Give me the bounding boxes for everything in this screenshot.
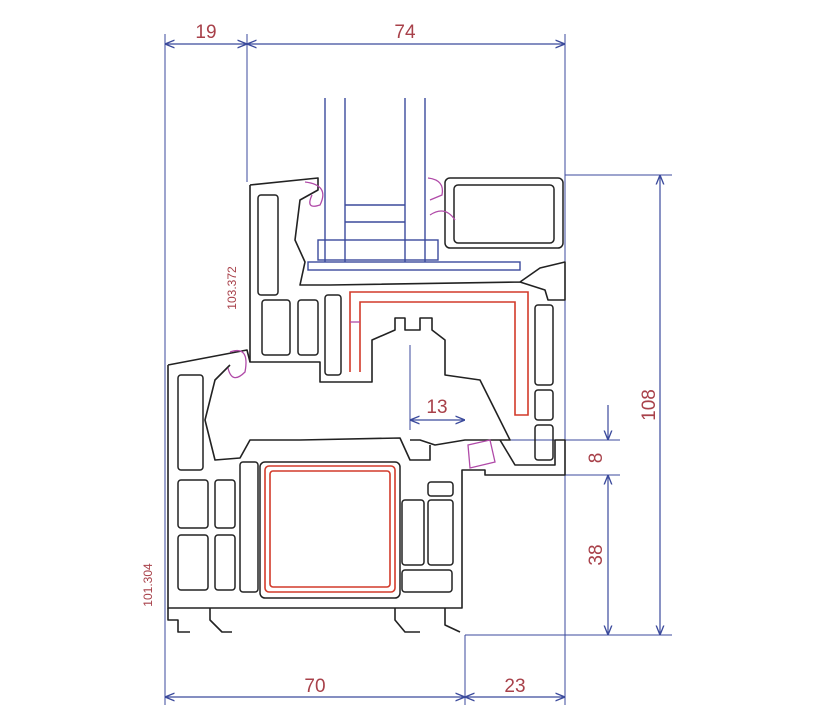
dim-right-total: 108 (639, 389, 660, 421)
dim-inner-13: 13 (426, 397, 447, 418)
dimension-lines (165, 44, 660, 697)
dim-right-38: 38 (586, 544, 607, 565)
sash-reference: 103.372 (225, 266, 239, 310)
dim-bottom-left: 70 (304, 676, 325, 697)
steel-reinforcement (264, 291, 529, 593)
dim-bottom-right: 23 (504, 676, 525, 697)
gaskets (227, 177, 496, 469)
dim-right-8: 8 (586, 453, 607, 464)
sash-profile (249, 177, 566, 461)
glazing-unit (307, 98, 521, 271)
dim-top-left: 19 (195, 22, 216, 43)
frame-reference: 101.304 (141, 563, 155, 607)
extension-lines (164, 34, 672, 705)
dim-top-right: 74 (394, 22, 416, 43)
frame-profile (167, 349, 566, 633)
